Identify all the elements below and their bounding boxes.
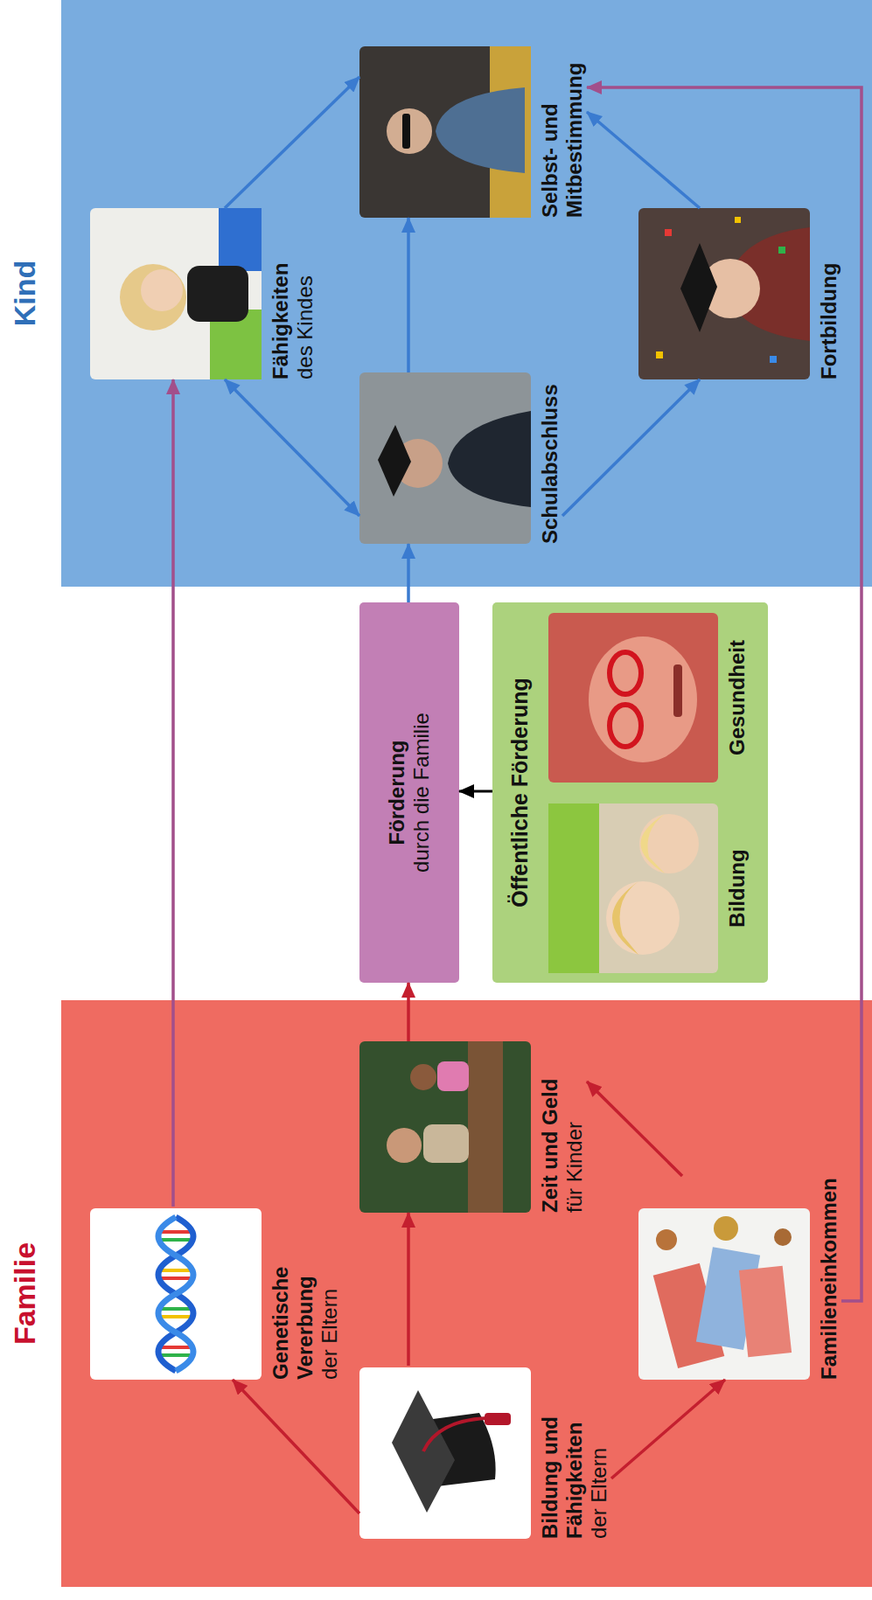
node-heading: Schulabschluss <box>537 383 563 545</box>
node-heading: Öffentliche Förderung <box>506 602 533 984</box>
photo-hair <box>612 881 639 956</box>
process-box: Förderungdurch die Familie <box>359 602 460 984</box>
node-heading: Selbst- und Mitbestimmung <box>537 44 587 218</box>
connector-arrow <box>406 983 411 1042</box>
coin <box>713 1216 739 1242</box>
node-heading: Förderung <box>384 740 410 846</box>
dna-rung <box>161 1315 190 1319</box>
node-subtext: für Kinder <box>562 1122 587 1214</box>
photo-shirt <box>187 265 249 322</box>
coin <box>655 1229 677 1251</box>
picture-ground <box>548 613 719 783</box>
graduation-hat-picture <box>359 1367 531 1540</box>
node-heading: Bildung und Fähigkeiten <box>537 1367 587 1540</box>
node-heading: Gesundheit <box>725 640 750 756</box>
connector-arrow <box>171 379 175 1207</box>
dna-rung <box>161 1238 190 1242</box>
photo-shirt <box>435 87 525 174</box>
node-heading: Genetische Vererbung <box>268 1208 318 1381</box>
photo-confetti <box>769 355 777 363</box>
picture-ground <box>638 1208 810 1381</box>
picture-ground <box>638 208 810 380</box>
connector-arrow <box>459 790 493 794</box>
dna-rung <box>161 1353 190 1358</box>
dna-rung <box>161 1346 190 1350</box>
health-photo <box>548 613 719 783</box>
photo-confetti <box>664 229 672 237</box>
photo-hair <box>119 264 187 331</box>
child-photo <box>90 208 262 380</box>
dna-picture <box>90 1208 262 1381</box>
photo-table <box>467 1041 503 1214</box>
man-photo <box>359 46 531 218</box>
photo-thermometer <box>673 664 683 718</box>
hat-tassel <box>484 1413 511 1426</box>
node-heading: Fähigkeiten <box>268 263 293 380</box>
node-subtext: des Kindes <box>292 275 318 380</box>
picture-ground <box>90 1208 262 1381</box>
family-photo <box>359 1041 531 1214</box>
photo-face <box>639 814 699 874</box>
connector-arrow <box>406 1213 411 1367</box>
dna-rung <box>161 1276 190 1281</box>
photo-person <box>386 1128 422 1164</box>
connector-arrow <box>406 544 411 603</box>
photo-background <box>548 803 600 974</box>
panel-title: Kind <box>6 0 42 587</box>
node-heading: Bildung <box>725 849 750 928</box>
dna-strand <box>158 1217 194 1372</box>
picture-ground <box>359 1367 531 1540</box>
dna-rung <box>161 1230 190 1235</box>
node-heading: Fortbildung <box>816 263 842 380</box>
photo-face <box>588 636 698 763</box>
picture-ground <box>90 208 262 380</box>
photo-cap <box>377 425 412 497</box>
photo-glasses <box>609 652 642 695</box>
dna-rung <box>161 1269 190 1273</box>
photo-glasses <box>402 113 411 149</box>
photo-confetti <box>778 246 786 254</box>
connector-arrow <box>406 217 411 373</box>
photo-confetti <box>655 351 663 359</box>
dna-strand <box>158 1217 194 1372</box>
photo-gown <box>447 411 531 508</box>
picture-ground <box>359 46 531 218</box>
money-picture <box>638 1208 810 1381</box>
hat-tassel-cord <box>423 1418 487 1452</box>
node-subtext: der Eltern <box>586 1448 612 1540</box>
banknote <box>739 1266 792 1359</box>
node-subtext: durch die Familie <box>409 712 434 873</box>
photo-face <box>606 881 680 956</box>
photo-hair <box>641 814 666 874</box>
photo-face <box>140 269 183 312</box>
node-subtext: der Eltern <box>317 1289 342 1381</box>
dna-rung <box>161 1307 190 1312</box>
photo-person <box>410 1064 437 1091</box>
node-heading: Zeit und Geld <box>537 1079 563 1214</box>
picture-ground <box>548 803 719 974</box>
coin <box>774 1228 792 1247</box>
photo-cap <box>680 243 718 333</box>
children-photo <box>548 803 719 974</box>
photo-face <box>386 108 433 154</box>
photo-confetti <box>734 216 741 224</box>
graduate-photo <box>359 372 531 545</box>
picture-ground <box>359 372 531 545</box>
photo-chair <box>218 208 262 272</box>
photo-glasses <box>609 704 642 747</box>
photo-person <box>437 1061 469 1092</box>
node-heading: Familieneinkommen <box>816 1178 842 1381</box>
photo-person <box>423 1124 469 1164</box>
celebration-photo <box>638 208 810 380</box>
picture-ground <box>359 1041 531 1214</box>
panel-title: Familie <box>6 1000 42 1588</box>
